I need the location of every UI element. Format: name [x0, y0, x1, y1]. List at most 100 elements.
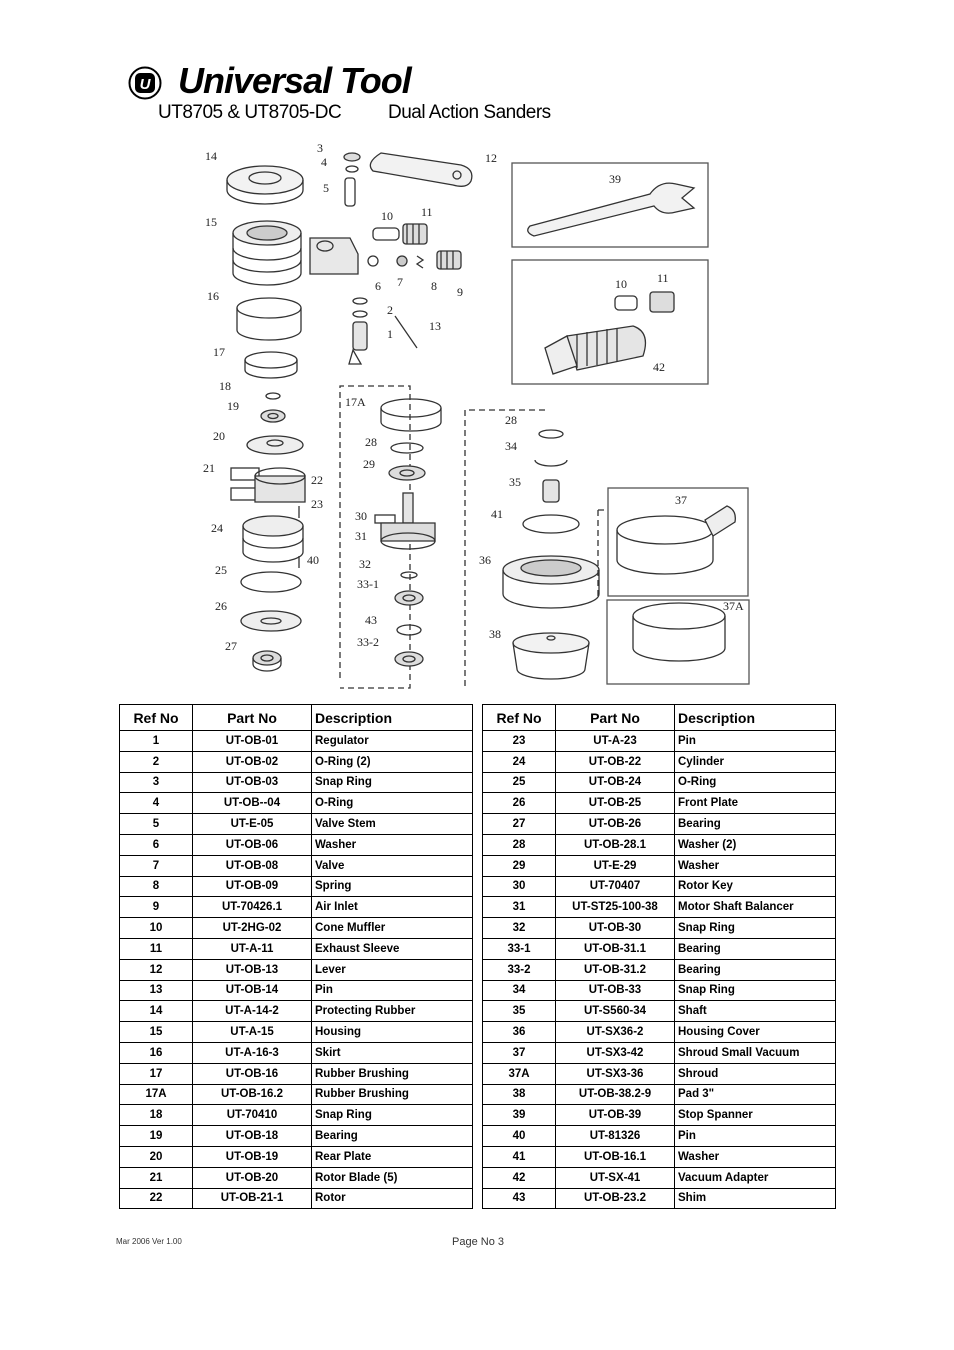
diagram-drawing: 14 3 4 5 12 39 15 10 11 6 7 8 9 16 2 1 1…	[203, 141, 750, 689]
ref-no-cell: 2	[119, 750, 193, 773]
page-number: Page No 3	[452, 1236, 504, 1248]
ref-no-cell: 41	[482, 1145, 556, 1168]
ref-no-cell: 13	[119, 979, 193, 1002]
ref-no-cell: 31	[482, 896, 556, 919]
description-cell: O-Ring	[311, 792, 473, 815]
ref-no-cell: 10	[119, 917, 193, 939]
callout-34: 34	[505, 439, 517, 453]
column-header-description: Description	[674, 704, 836, 731]
product-name: Dual Action Sanders	[388, 102, 551, 123]
part-no-cell: UT-A-15	[192, 1021, 312, 1043]
callout-17A: 17A	[345, 395, 366, 409]
ref-no-cell: 1	[119, 730, 193, 752]
callout-10: 10	[381, 209, 393, 223]
part-no-cell: UT-OB-18	[192, 1125, 312, 1147]
description-cell: Bearing	[674, 937, 836, 960]
callout-33-2: 33-2	[357, 635, 379, 649]
description-cell: Shroud Small Vacuum	[674, 1041, 836, 1064]
ref-no-cell: 25	[482, 771, 556, 794]
part-no-cell: UT-OB-24	[555, 771, 675, 794]
part-no-cell: UT-A-23	[555, 730, 675, 752]
ref-no-cell: 36	[482, 1021, 556, 1043]
ref-no-cell: 9	[119, 896, 193, 919]
description-cell: Bearing	[674, 958, 836, 981]
ref-no-cell: 21	[119, 1166, 193, 1189]
ref-no-cell: 42	[482, 1166, 556, 1189]
callout-9: 9	[457, 285, 463, 299]
description-cell: Rubber Brushing	[311, 1083, 473, 1106]
part-no-cell: UT-A-16-3	[192, 1041, 312, 1064]
description-cell: Washer	[311, 833, 473, 856]
callout-20: 20	[213, 429, 225, 443]
callout-19: 19	[227, 399, 239, 413]
description-cell: Washer	[674, 854, 836, 877]
part-no-cell: UT-OB-19	[192, 1145, 312, 1168]
callout-3: 3	[317, 141, 323, 155]
description-cell: Bearing	[311, 1125, 473, 1147]
ref-no-cell: 17	[119, 1062, 193, 1085]
ref-no-cell: 26	[482, 792, 556, 815]
callout-18: 18	[219, 379, 231, 393]
description-cell: Rear Plate	[311, 1145, 473, 1168]
part-no-cell: UT-OB-31.2	[555, 958, 675, 981]
part-no-cell: UT-OB-21-1	[192, 1187, 312, 1210]
description-cell: Valve	[311, 854, 473, 877]
callout-11b: 11	[657, 271, 669, 285]
ref-no-cell: 29	[482, 854, 556, 877]
ref-no-cell: 23	[482, 730, 556, 752]
part-no-cell: UT-OB-01	[192, 730, 312, 752]
part-no-cell: UT-70426.1	[192, 896, 312, 919]
callout-13: 13	[429, 319, 441, 333]
part-no-cell: UT-S560-34	[555, 1000, 675, 1023]
part-no-cell: UT-OB-22	[555, 750, 675, 773]
callout-35: 35	[509, 475, 521, 489]
callout-7: 7	[397, 275, 403, 289]
description-cell: Rotor Key	[674, 875, 836, 898]
description-cell: O-Ring (2)	[311, 750, 473, 773]
ref-no-cell: 12	[119, 958, 193, 981]
description-cell: Shaft	[674, 1000, 836, 1023]
callout-8: 8	[431, 279, 437, 293]
ref-no-cell: 5	[119, 813, 193, 835]
part-no-cell: UT-OB-20	[192, 1166, 312, 1189]
callout-12: 12	[485, 151, 497, 165]
version-note: Mar 2006 Ver 1.00	[116, 1237, 182, 1246]
brand-logo-icon: U	[128, 66, 162, 100]
description-cell: Washer	[674, 1145, 836, 1168]
part-no-cell: UT-A-14-2	[192, 1000, 312, 1023]
part-no-cell: UT-OB-33	[555, 979, 675, 1002]
callout-37A: 37A	[723, 599, 744, 613]
description-cell: Valve Stem	[311, 813, 473, 835]
description-cell: Front Plate	[674, 792, 836, 815]
callout-26: 26	[215, 599, 227, 613]
column-header-part-no: Part No	[192, 704, 312, 731]
ref-no-cell: 43	[482, 1187, 556, 1210]
callout-29: 29	[363, 457, 375, 471]
ref-no-cell: 40	[482, 1125, 556, 1147]
ref-no-cell: 8	[119, 875, 193, 898]
part-no-cell: UT-SX-41	[555, 1166, 675, 1189]
ref-no-cell: 20	[119, 1145, 193, 1168]
